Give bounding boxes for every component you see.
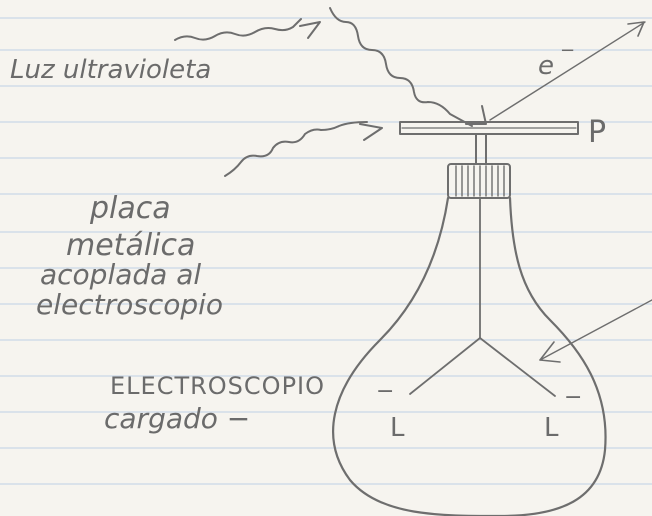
uv-ray-top (175, 19, 301, 40)
stopper-ridges (456, 166, 504, 196)
electron-label: e (538, 51, 554, 81)
plate-letter: P (588, 115, 606, 150)
plate-desc-line-4: electroscopio (36, 288, 223, 321)
uv-ray-top-arrowhead (300, 22, 320, 38)
plate-desc-line-1: placa (89, 191, 171, 226)
leaf-left-charge: − (376, 379, 394, 404)
leaf-right-charge: − (564, 385, 582, 410)
electroscope-charge-text: cargado − (104, 402, 250, 435)
leaf-pointer-arrow (540, 300, 652, 360)
leaf-right-label: L (544, 413, 559, 443)
stopper (448, 164, 510, 198)
uv-light-label: Luz ultravioleta (10, 55, 211, 85)
plate-desc-line-3: acoplada al (40, 258, 201, 291)
leaf-left (410, 338, 480, 394)
uv-ray-lower-arrowhead (360, 124, 382, 140)
uv-ray-lower (225, 122, 367, 176)
flask-body (333, 198, 605, 516)
leaf-right (480, 338, 555, 396)
electron-charge: − (560, 40, 575, 61)
leaf-left-label: L (390, 413, 405, 443)
uv-ray-diagonal (330, 8, 472, 126)
electron-ray (490, 22, 645, 120)
electroscope-title: ELECTROSCOPIO (110, 372, 325, 400)
